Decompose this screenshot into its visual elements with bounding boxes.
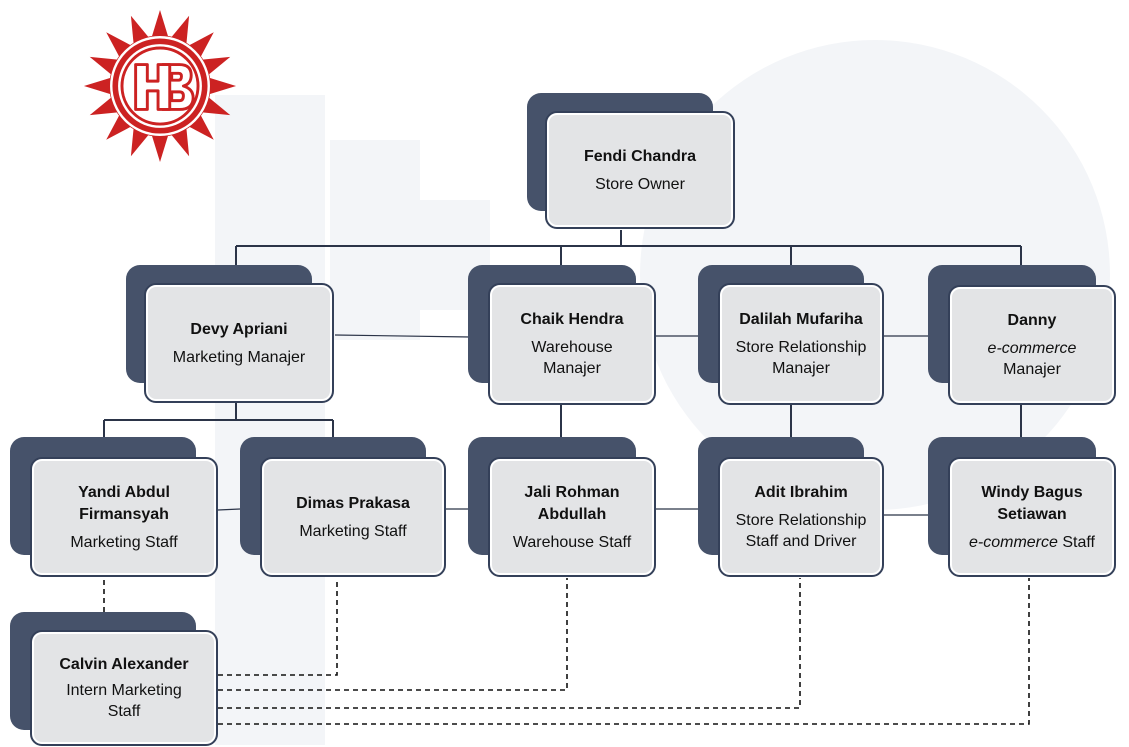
person-name: Yandi Abdul Firmansyah — [78, 483, 170, 523]
org-node-ecommerce-manager: Danny e-commerce Manajer — [928, 265, 1118, 407]
person-role: e-commerce Staff — [969, 532, 1095, 553]
person-role: Intern Marketing Staff — [66, 682, 182, 720]
logo-ray — [89, 96, 119, 116]
org-node-marketing-manager: Devy Apriani Marketing Manajer — [126, 265, 336, 405]
person-name: Chaik Hendra — [520, 311, 624, 328]
person-name: Dimas Prakasa — [296, 494, 410, 512]
org-node-marketing-staff-2: Dimas Prakasa Marketing Staff — [240, 437, 448, 579]
node-card: Yandi Abdul Firmansyah Marketing Staff — [30, 457, 218, 577]
person-name: Windy Bagus Setiawan — [981, 483, 1083, 523]
org-node-store-relationship-staff: Adit Ibrahim Store Relationship Staff an… — [698, 437, 886, 579]
node-card: Danny e-commerce Manajer — [948, 285, 1116, 405]
person-role: Warehouse Staff — [512, 533, 632, 551]
person-role: Store Relationship Staff and Driver — [735, 512, 867, 550]
node-card: Fendi Chandra Store Owner — [545, 111, 735, 229]
person-name: Calvin Alexander — [59, 656, 189, 673]
logo-ray — [130, 15, 150, 45]
person-role: Warehouse Manajer — [531, 339, 613, 377]
node-card: Dimas Prakasa Marketing Staff — [260, 457, 446, 577]
node-card: Windy Bagus Setiawan e-commerce Staff — [948, 457, 1116, 577]
org-node-warehouse-manager: Chaik Hendra Warehouse Manajer — [468, 265, 658, 407]
person-name: Dalilah Mufariha — [739, 311, 863, 328]
org-node-marketing-staff-1: Yandi Abdul Firmansyah Marketing Staff — [10, 437, 220, 579]
person-role: Marketing Staff — [70, 533, 178, 551]
node-card: Jali Rohman Abdullah Warehouse Staff — [488, 457, 656, 577]
org-node-warehouse-staff: Jali Rohman Abdullah Warehouse Staff — [468, 437, 658, 579]
logo-ray — [151, 133, 169, 163]
person-role: e-commerce Manajer — [988, 338, 1077, 380]
logo-ray — [201, 56, 231, 76]
logo-ray — [130, 127, 150, 157]
logo-ray — [151, 9, 169, 39]
org-node-store-relationship-manager: Dalilah Mufariha Store Relationship Mana… — [698, 265, 886, 407]
role-emphasis: e-commerce — [987, 340, 1077, 357]
node-card: Chaik Hendra Warehouse Manajer — [488, 283, 656, 405]
person-role: Marketing Manajer — [172, 348, 306, 366]
role-rest: Staff — [1062, 533, 1095, 551]
logo-ray — [201, 96, 231, 116]
node-card: Dalilah Mufariha Store Relationship Mana… — [718, 283, 884, 405]
node-card: Calvin Alexander Intern Marketing Staff — [30, 630, 218, 746]
hb-logo-icon — [83, 9, 237, 163]
logo-ray — [170, 127, 190, 157]
watermark-bar — [330, 140, 420, 340]
person-role: Store Owner — [595, 175, 685, 193]
person-name: Jali Rohman Abdullah — [524, 483, 620, 523]
role-emphasis: e-commerce — [969, 533, 1058, 551]
org-node-ecommerce-staff: Windy Bagus Setiawan e-commerce Staff — [928, 437, 1118, 579]
person-name: Fendi Chandra — [583, 147, 696, 165]
logo-ray — [170, 15, 190, 45]
logo-ray — [89, 56, 119, 76]
person-name: Danny — [1007, 312, 1057, 329]
person-role: Marketing Staff — [299, 522, 407, 540]
node-card: Devy Apriani Marketing Manajer — [144, 283, 334, 403]
logo-ray — [207, 77, 237, 95]
role-rest: Manajer — [1003, 361, 1061, 378]
person-role: Store Relationship Manajer — [735, 339, 867, 377]
person-name: Devy Apriani — [190, 320, 288, 338]
org-node-owner: Fendi Chandra Store Owner — [527, 93, 737, 231]
org-node-intern: Calvin Alexander Intern Marketing Staff — [10, 612, 220, 747]
node-card: Adit Ibrahim Store Relationship Staff an… — [718, 457, 884, 577]
person-name: Adit Ibrahim — [754, 484, 848, 501]
logo-ray — [83, 77, 113, 95]
watermark-bar — [215, 95, 325, 745]
